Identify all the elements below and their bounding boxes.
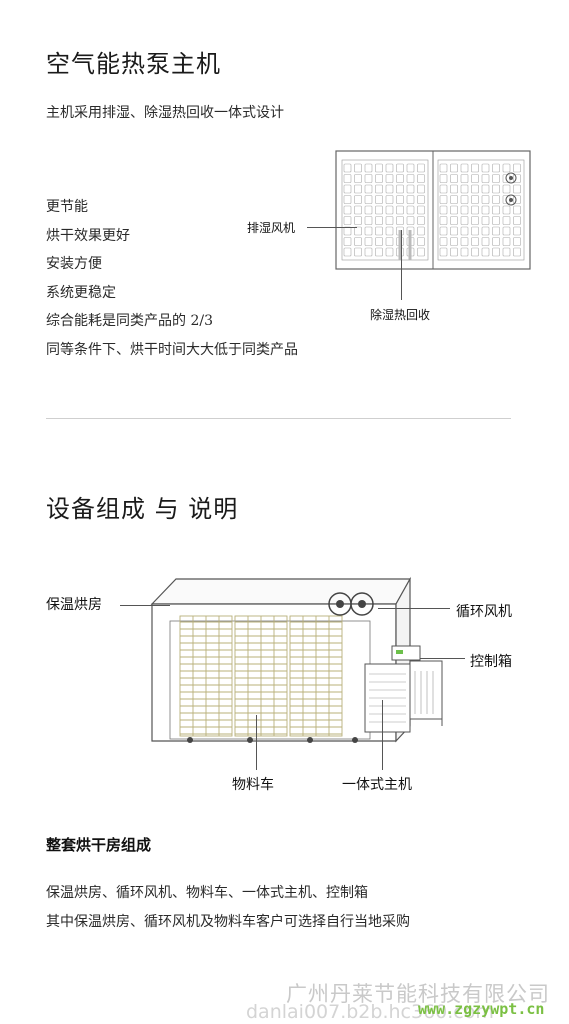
composition-heading: 整套烘干房组成 bbox=[46, 836, 152, 854]
drying-room-diagram bbox=[150, 576, 443, 743]
section1-subtitle: 主机采用排湿、除湿热回收一体式设计 bbox=[46, 105, 284, 121]
feature-item: 系统更稳定 bbox=[46, 284, 116, 301]
leader-line bbox=[378, 608, 450, 609]
feature-item: 烘干效果更好 bbox=[46, 227, 130, 244]
watermark-site: www.zgzywpt.cn bbox=[418, 1000, 545, 1018]
heat-recovery-label: 除湿热回收 bbox=[370, 308, 431, 322]
material-cart-label: 物料车 bbox=[232, 777, 274, 793]
feature-item: 综合能耗是同类产品的 2/3 bbox=[46, 313, 213, 330]
feature-list: 更节能 烘干效果更好 安装方便 系统更稳定 综合能耗是同类产品的 2/3 同等条… bbox=[46, 196, 298, 368]
watermark-company: 广州丹莱节能科技有限公司 bbox=[286, 982, 550, 1006]
watermark-url: danlai007.b2b.hc360.com bbox=[246, 1001, 494, 1023]
integrated-unit-label: 一体式主机 bbox=[342, 777, 412, 793]
composition-line: 保温烘房、循环风机、物料车、一体式主机、控制箱 bbox=[46, 885, 368, 901]
leader-line bbox=[420, 658, 465, 659]
heat-pump-unit-diagram bbox=[335, 150, 531, 270]
leader-line bbox=[401, 230, 402, 300]
composition-line: 其中保温烘房、循环风机及物料车客户可选择自行当地采购 bbox=[46, 914, 410, 930]
section2-title: 设备组成 与 说明 bbox=[46, 495, 239, 523]
leader-line bbox=[256, 715, 257, 770]
leader-line bbox=[120, 605, 170, 606]
feature-item: 同等条件下、烘干时间大大低于同类产品 bbox=[46, 341, 298, 358]
control-box-label: 控制箱 bbox=[470, 654, 512, 670]
section-divider bbox=[46, 418, 511, 419]
insulated-room-label: 保温烘房 bbox=[46, 597, 102, 613]
feature-item: 更节能 bbox=[46, 199, 88, 215]
feature-item: 安装方便 bbox=[46, 256, 102, 273]
exhaust-fan-label: 排湿风机 bbox=[247, 221, 296, 235]
circulation-fan-label: 循环风机 bbox=[456, 604, 512, 620]
leader-line bbox=[307, 227, 357, 228]
section1-title: 空气能热泵主机 bbox=[46, 50, 221, 78]
leader-line bbox=[382, 700, 383, 770]
